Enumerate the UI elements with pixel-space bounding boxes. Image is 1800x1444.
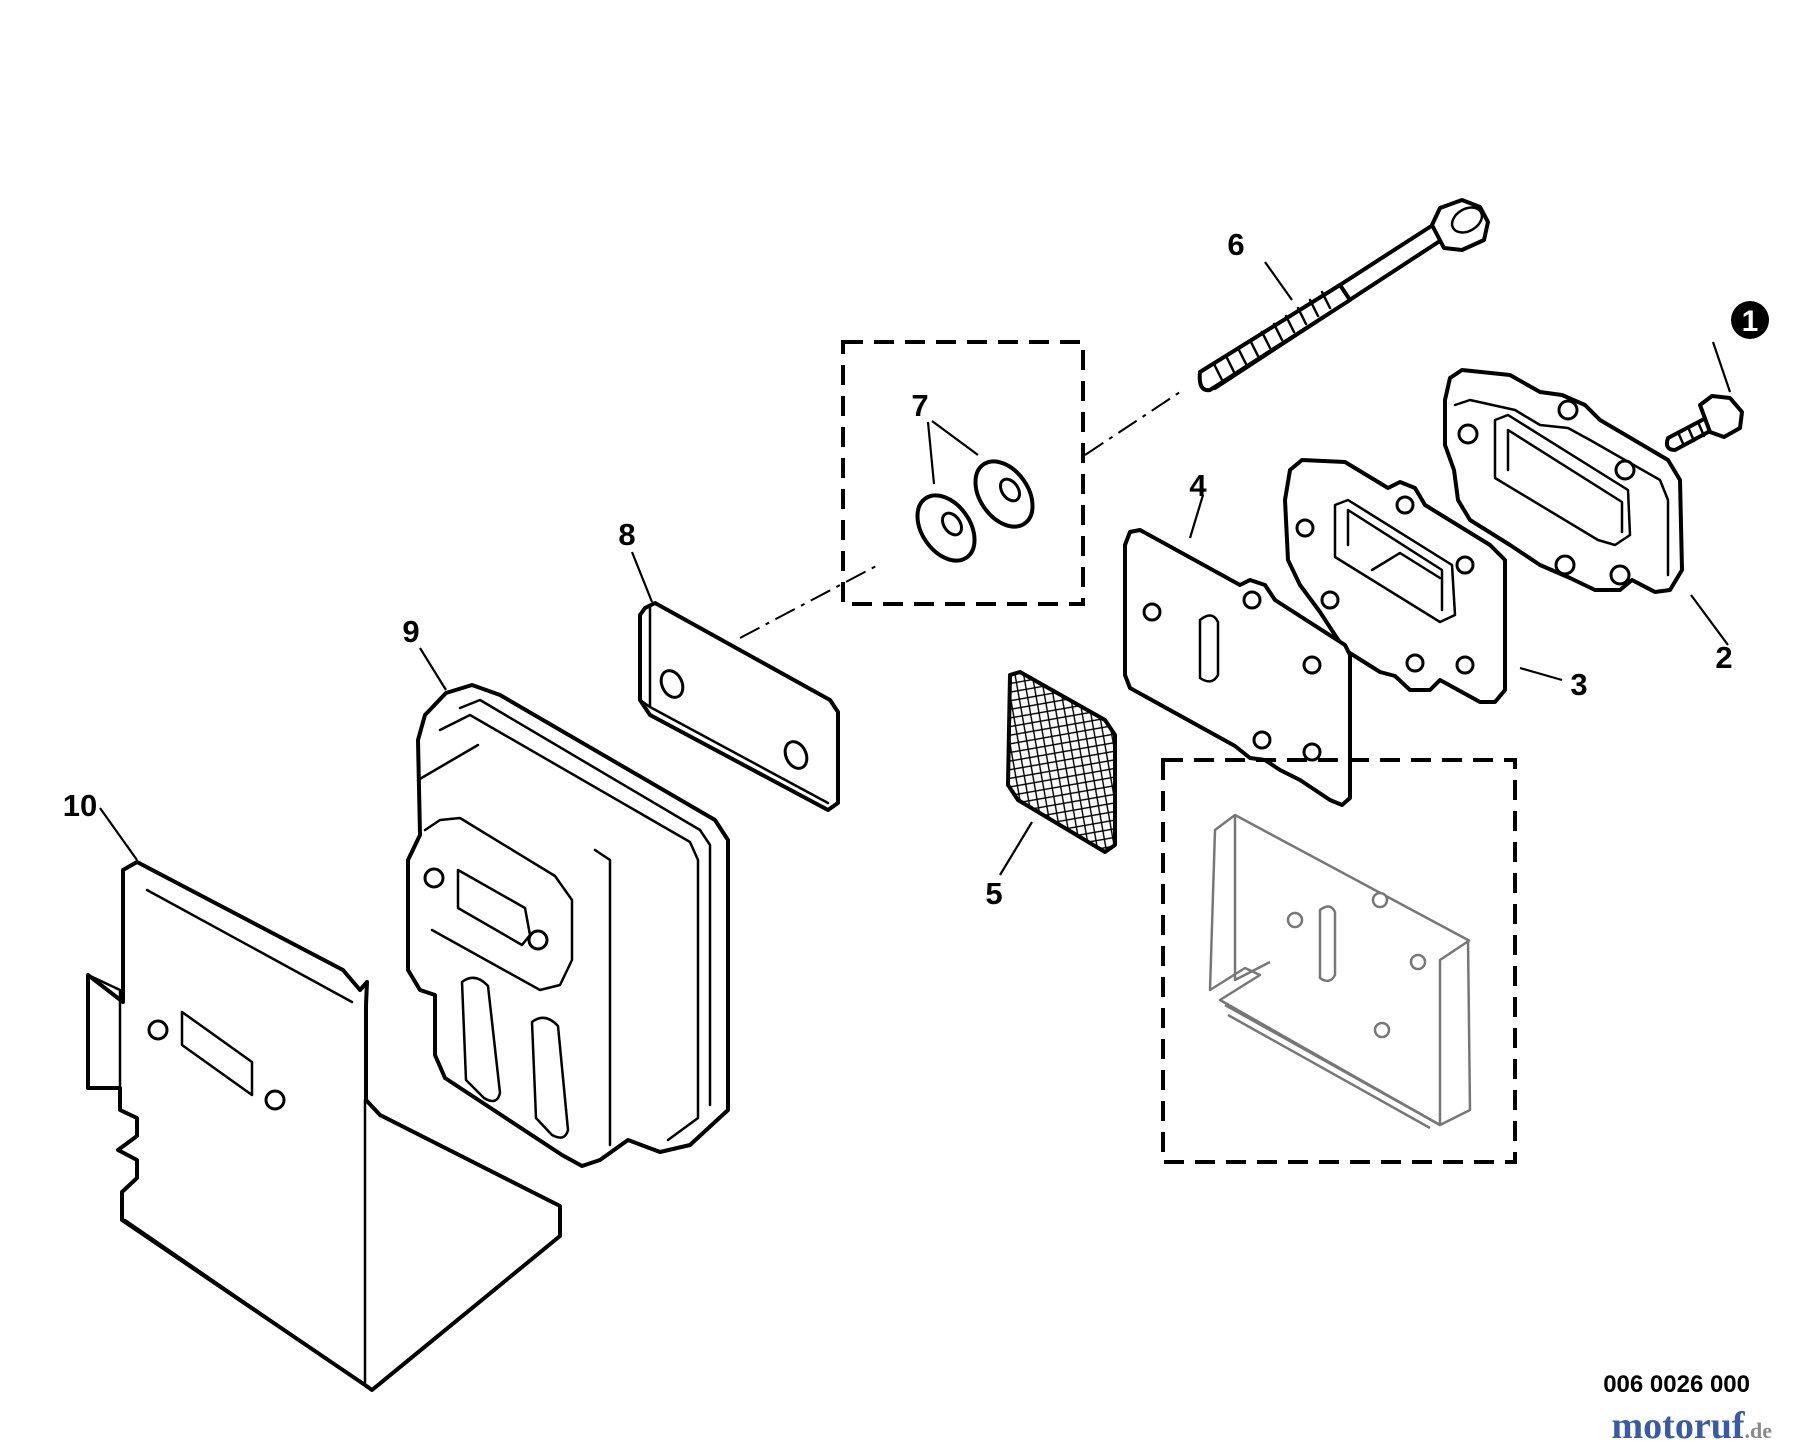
callout-label-3: 3 xyxy=(1570,667,1587,702)
washer-kit-box xyxy=(841,340,1085,606)
part-4-gasket-plate xyxy=(1123,528,1352,807)
part-8-gasket-plate xyxy=(638,601,840,812)
svg-text:motoruf.de: motoruf.de xyxy=(1612,1405,1773,1444)
part-2-spacer-flange xyxy=(1443,368,1684,594)
callout-label-6: 6 xyxy=(1227,227,1244,262)
callout-label-4: 4 xyxy=(1189,468,1207,503)
part-7-washers xyxy=(841,340,1085,606)
callout-label-10: 10 xyxy=(63,788,97,823)
part-10-heat-shield xyxy=(86,860,562,1392)
part-9-muffler xyxy=(406,683,730,1168)
part-5-screen xyxy=(1006,670,1117,854)
callout-label-7: 7 xyxy=(911,388,928,423)
callout-label-8: 8 xyxy=(618,517,635,552)
callout-label-1: 1 xyxy=(1742,305,1759,338)
callout-labels: 1 2 3 4 5 6 7 8 9 10 xyxy=(63,227,1769,911)
callout-label-9: 9 xyxy=(402,614,419,649)
liner-kit xyxy=(1161,758,1517,1164)
callout-1: 1 xyxy=(1731,301,1769,339)
liner-kit-box xyxy=(1161,758,1517,1164)
drawing-number: 006 0026 000 xyxy=(1603,1371,1750,1398)
callout-label-5: 5 xyxy=(985,876,1002,911)
callout-label-2: 2 xyxy=(1715,640,1732,675)
part-1-screw xyxy=(1664,394,1744,452)
watermark-suffix: .de xyxy=(1745,1418,1773,1443)
leader-lines xyxy=(99,261,1732,876)
part-6-long-bolt xyxy=(1197,198,1490,393)
watermark-main: motoruf xyxy=(1612,1405,1746,1444)
assembly-centerlines xyxy=(739,391,1181,639)
watermark-logo: motoruf.de xyxy=(1612,1405,1773,1444)
